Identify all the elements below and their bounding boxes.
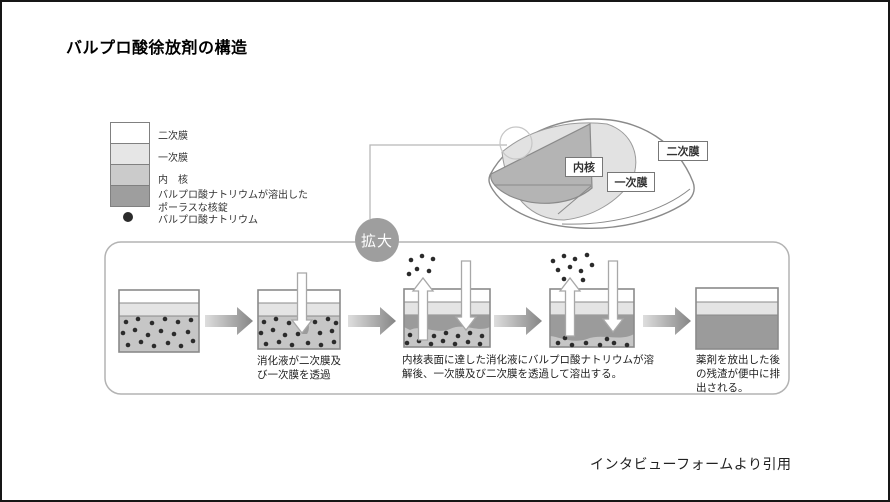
caption-stage3-4: 内核表面に達した消化液にバルプロ酸ナトリウムが溶 解後、一次膜及び二次膜を透過し… bbox=[402, 353, 654, 381]
magnify-badge bbox=[355, 218, 399, 262]
legend-label-inner-core: 内 核 bbox=[158, 175, 188, 186]
caption-stage5-line2: の残渣が便中に排 bbox=[696, 368, 780, 380]
label-box-inner-core: 内核 bbox=[565, 157, 603, 177]
stage4-tablet bbox=[549, 252, 635, 348]
tablet-rim-line bbox=[561, 188, 691, 225]
caption-stage2: 消化液が二次膜及 び一次膜を透過 bbox=[257, 354, 341, 382]
released-particles bbox=[406, 253, 436, 277]
label-box-secondary-membrane: 二次膜 bbox=[658, 141, 708, 161]
page-title: バルプロ酸徐放剤の構造 bbox=[66, 40, 248, 57]
magnify-badge-label: 拡大 bbox=[360, 232, 393, 250]
legend-swatches bbox=[110, 122, 150, 207]
stage1-tablet bbox=[118, 289, 200, 353]
swatch-secondary-membrane bbox=[110, 122, 150, 144]
caption-stage3-4-line1: 内核表面に達した消化液にバルプロ酸ナトリウムが溶 bbox=[402, 354, 654, 366]
caption-stage5: 薬剤を放出した後 の残渣が便中に排 出される。 bbox=[696, 353, 780, 395]
legend-label-porous-core-1: バルプロ酸ナトリウムが溶出した bbox=[158, 190, 308, 201]
detail-callout-circle bbox=[499, 126, 533, 160]
elution-up-arrow bbox=[558, 276, 582, 337]
fluid-down-arrow bbox=[290, 272, 314, 335]
step-arrow-1 bbox=[205, 307, 253, 335]
stage5-tablet bbox=[695, 287, 779, 350]
step-arrow-2 bbox=[348, 307, 396, 335]
particle-dot-icon bbox=[123, 212, 133, 222]
caption-stage5-line1: 薬剤を放出した後 bbox=[696, 354, 780, 366]
stage2-tablet bbox=[257, 272, 341, 350]
legend-label-particle: バルプロ酸ナトリウム bbox=[158, 215, 258, 226]
core-particles bbox=[120, 316, 196, 349]
magnify-connector-line bbox=[369, 144, 507, 219]
citation-text: インタビューフォームより引用 bbox=[590, 456, 792, 472]
step-arrow-4 bbox=[643, 307, 691, 335]
caption-stage2-line2: び一次膜を透過 bbox=[257, 369, 331, 381]
core-particles bbox=[555, 335, 630, 348]
step-arrow-3 bbox=[494, 307, 542, 335]
process-panel bbox=[104, 241, 790, 395]
stage3-tablet bbox=[403, 253, 491, 348]
label-box-primary-membrane: 一次膜 bbox=[607, 172, 655, 192]
swatch-primary-membrane bbox=[110, 143, 150, 165]
fluid-down-arrow bbox=[601, 260, 625, 334]
caption-stage3-4-line2: 解後、一次膜及び二次膜を透過して溶出する。 bbox=[402, 368, 623, 380]
legend-label-secondary-membrane: 二次膜 bbox=[158, 131, 188, 142]
legend-label-primary-membrane: 一次膜 bbox=[158, 153, 188, 164]
released-particles bbox=[550, 252, 595, 283]
swatch-inner-core bbox=[110, 164, 150, 186]
fluid-down-arrow bbox=[454, 260, 478, 332]
legend: 二次膜 一次膜 内 核 バルプロ酸ナトリウムが溶出した ポーラスな核錠 バルプロ… bbox=[110, 122, 360, 232]
core-particles bbox=[258, 316, 339, 348]
legend-label-porous-core-2: ポーラスな核錠 bbox=[158, 203, 228, 214]
elution-up-arrow bbox=[411, 276, 435, 341]
swatch-porous-core bbox=[110, 185, 150, 207]
caption-stage2-line1: 消化液が二次膜及 bbox=[257, 355, 341, 367]
inner-core-cut-face bbox=[490, 123, 593, 204]
caption-stage5-line3: 出される。 bbox=[696, 382, 749, 394]
